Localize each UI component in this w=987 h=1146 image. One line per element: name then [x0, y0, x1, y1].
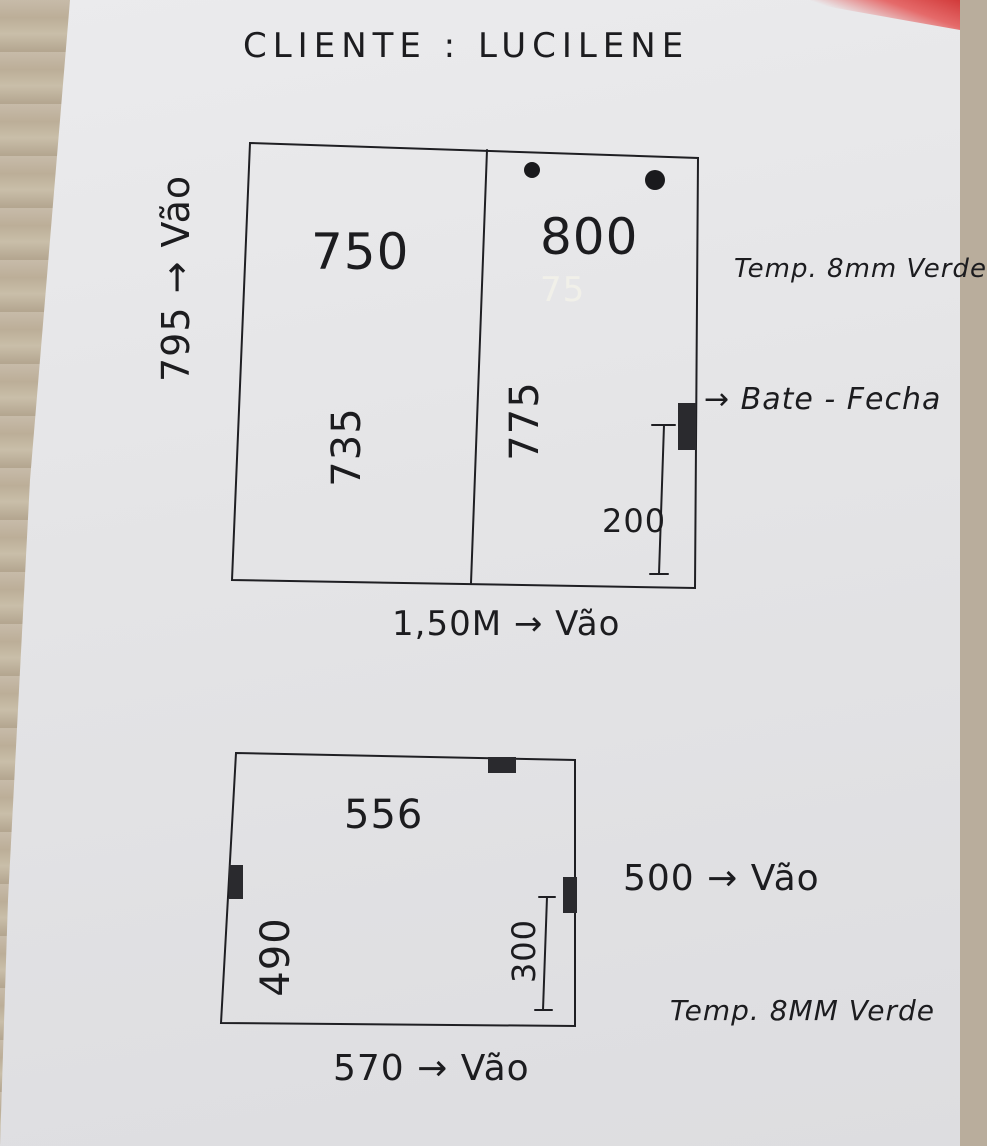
top-divider-line — [470, 149, 488, 584]
hinge-distance: 300 — [505, 918, 543, 984]
latch-note: → Bate - Fecha — [704, 382, 942, 417]
bottom-width-opening-label: 570 → Vão — [333, 1048, 530, 1089]
paper-sheet — [0, 0, 960, 1146]
bottom-panel-height: 490 — [253, 917, 299, 997]
client-name-label: CLIENTE : LUCILENE — [243, 26, 690, 66]
bottom-height-opening-label: 500 → Vão — [623, 858, 820, 899]
left-panel-height: 735 — [324, 407, 370, 487]
erased-mark: 75 — [540, 270, 586, 310]
latch-hardware — [678, 403, 696, 450]
latch-distance: 200 — [602, 502, 667, 540]
bottom-frame-outline — [219, 751, 576, 1028]
sketch-lines — [219, 141, 700, 1028]
top-height-opening-label: 795 → Vão — [154, 174, 198, 382]
clamp-dot-right — [645, 170, 665, 190]
hinge-dimension-line — [542, 896, 548, 1011]
top-width-opening-label: 1,50M → Vão — [392, 604, 621, 644]
glass-spec-note-bottom: Temp. 8MM Verde — [670, 994, 936, 1027]
latch-dimension-line — [658, 424, 665, 575]
left-panel-width: 750 — [311, 223, 410, 281]
right-panel-height: 775 — [502, 381, 548, 461]
clamp-dot-left — [524, 162, 540, 178]
top-frame-outline — [230, 141, 700, 590]
top-hinge-hardware — [488, 757, 516, 773]
bottom-panel-width: 556 — [344, 792, 424, 838]
right-hinge-hardware — [563, 877, 577, 913]
left-hinge-hardware — [229, 865, 243, 899]
glass-spec-note-top: Temp. 8mm Verde — [734, 254, 987, 284]
right-panel-width: 800 — [540, 208, 639, 266]
